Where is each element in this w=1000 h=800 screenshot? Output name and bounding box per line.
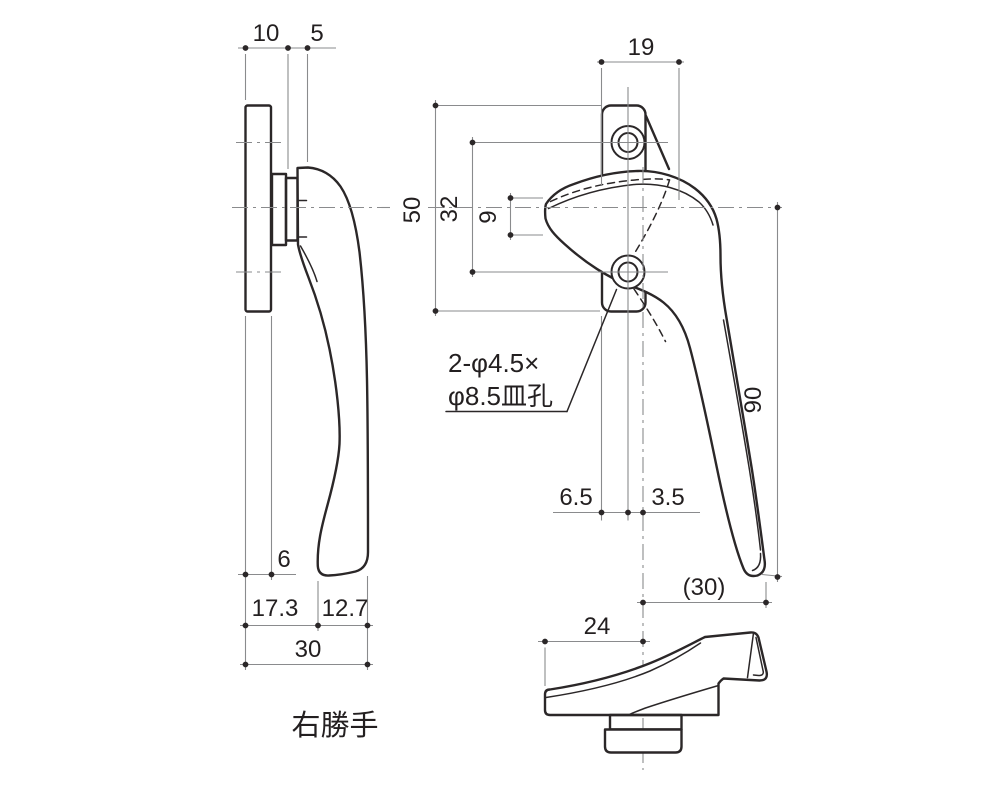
handing-caption: 右勝手 bbox=[291, 709, 378, 742]
side-neck-edge-line bbox=[299, 245, 318, 283]
callout-leader-line bbox=[566, 288, 618, 413]
dim-depth-b: 5 bbox=[310, 20, 323, 47]
front-handle-edge-highlight bbox=[547, 183, 714, 226]
dim-tab-width: 19 bbox=[628, 34, 655, 61]
hole-callout-line1: 2-φ4.5× bbox=[448, 348, 539, 378]
front-tip-cap-line bbox=[751, 552, 762, 572]
dim-reach: (30) bbox=[683, 574, 726, 601]
side-washer bbox=[270, 172, 288, 247]
hidden-edge bbox=[633, 288, 667, 343]
bottom-view: 24 bbox=[538, 613, 769, 754]
side-plate bbox=[244, 104, 273, 313]
front-tail-edge-highlight bbox=[722, 319, 762, 551]
dim-hole-pitch: 32 bbox=[436, 196, 463, 223]
bottom-spindle-step bbox=[608, 713, 683, 731]
dim-split-right: 12.7 bbox=[322, 595, 369, 622]
side-view: 10 5 6 17.3 12.7 30 右勝手 bbox=[232, 20, 390, 742]
dim-grip-width: 24 bbox=[584, 613, 611, 640]
bottom-spindle-nut bbox=[603, 728, 683, 754]
dim-offset-right: 3.5 bbox=[651, 484, 684, 511]
dim-nose-height: 9 bbox=[475, 210, 502, 223]
bottom-tip-inner-line bbox=[752, 636, 765, 677]
front-view: 19 50 32 9 6.5 3.5 90 (30) 2-φ4.5× φ8.5皿… bbox=[399, 34, 783, 770]
dim-depth-a: 10 bbox=[253, 20, 280, 47]
hidden-edge bbox=[634, 179, 671, 254]
front-handle-body bbox=[543, 169, 767, 578]
dim-total-depth: 30 bbox=[295, 636, 322, 663]
side-nut bbox=[284, 176, 299, 242]
hole-callout-line2: φ8.5皿孔 bbox=[448, 381, 553, 411]
side-handle-profile bbox=[296, 166, 370, 577]
dim-offset-left: 6.5 bbox=[559, 484, 592, 511]
hidden-edge bbox=[549, 178, 671, 203]
bottom-grip-underside-edge bbox=[628, 684, 720, 716]
dim-plate-thickness: 6 bbox=[277, 546, 290, 573]
bottom-grip-twist-edge bbox=[545, 642, 702, 699]
bottom-tip-shoulder-line bbox=[746, 632, 755, 679]
dim-plate-height: 50 bbox=[399, 197, 426, 224]
dim-handle-length: 90 bbox=[740, 387, 767, 414]
bottom-grip-silhouette bbox=[543, 631, 769, 717]
dim-split-left: 17.3 bbox=[252, 595, 299, 622]
